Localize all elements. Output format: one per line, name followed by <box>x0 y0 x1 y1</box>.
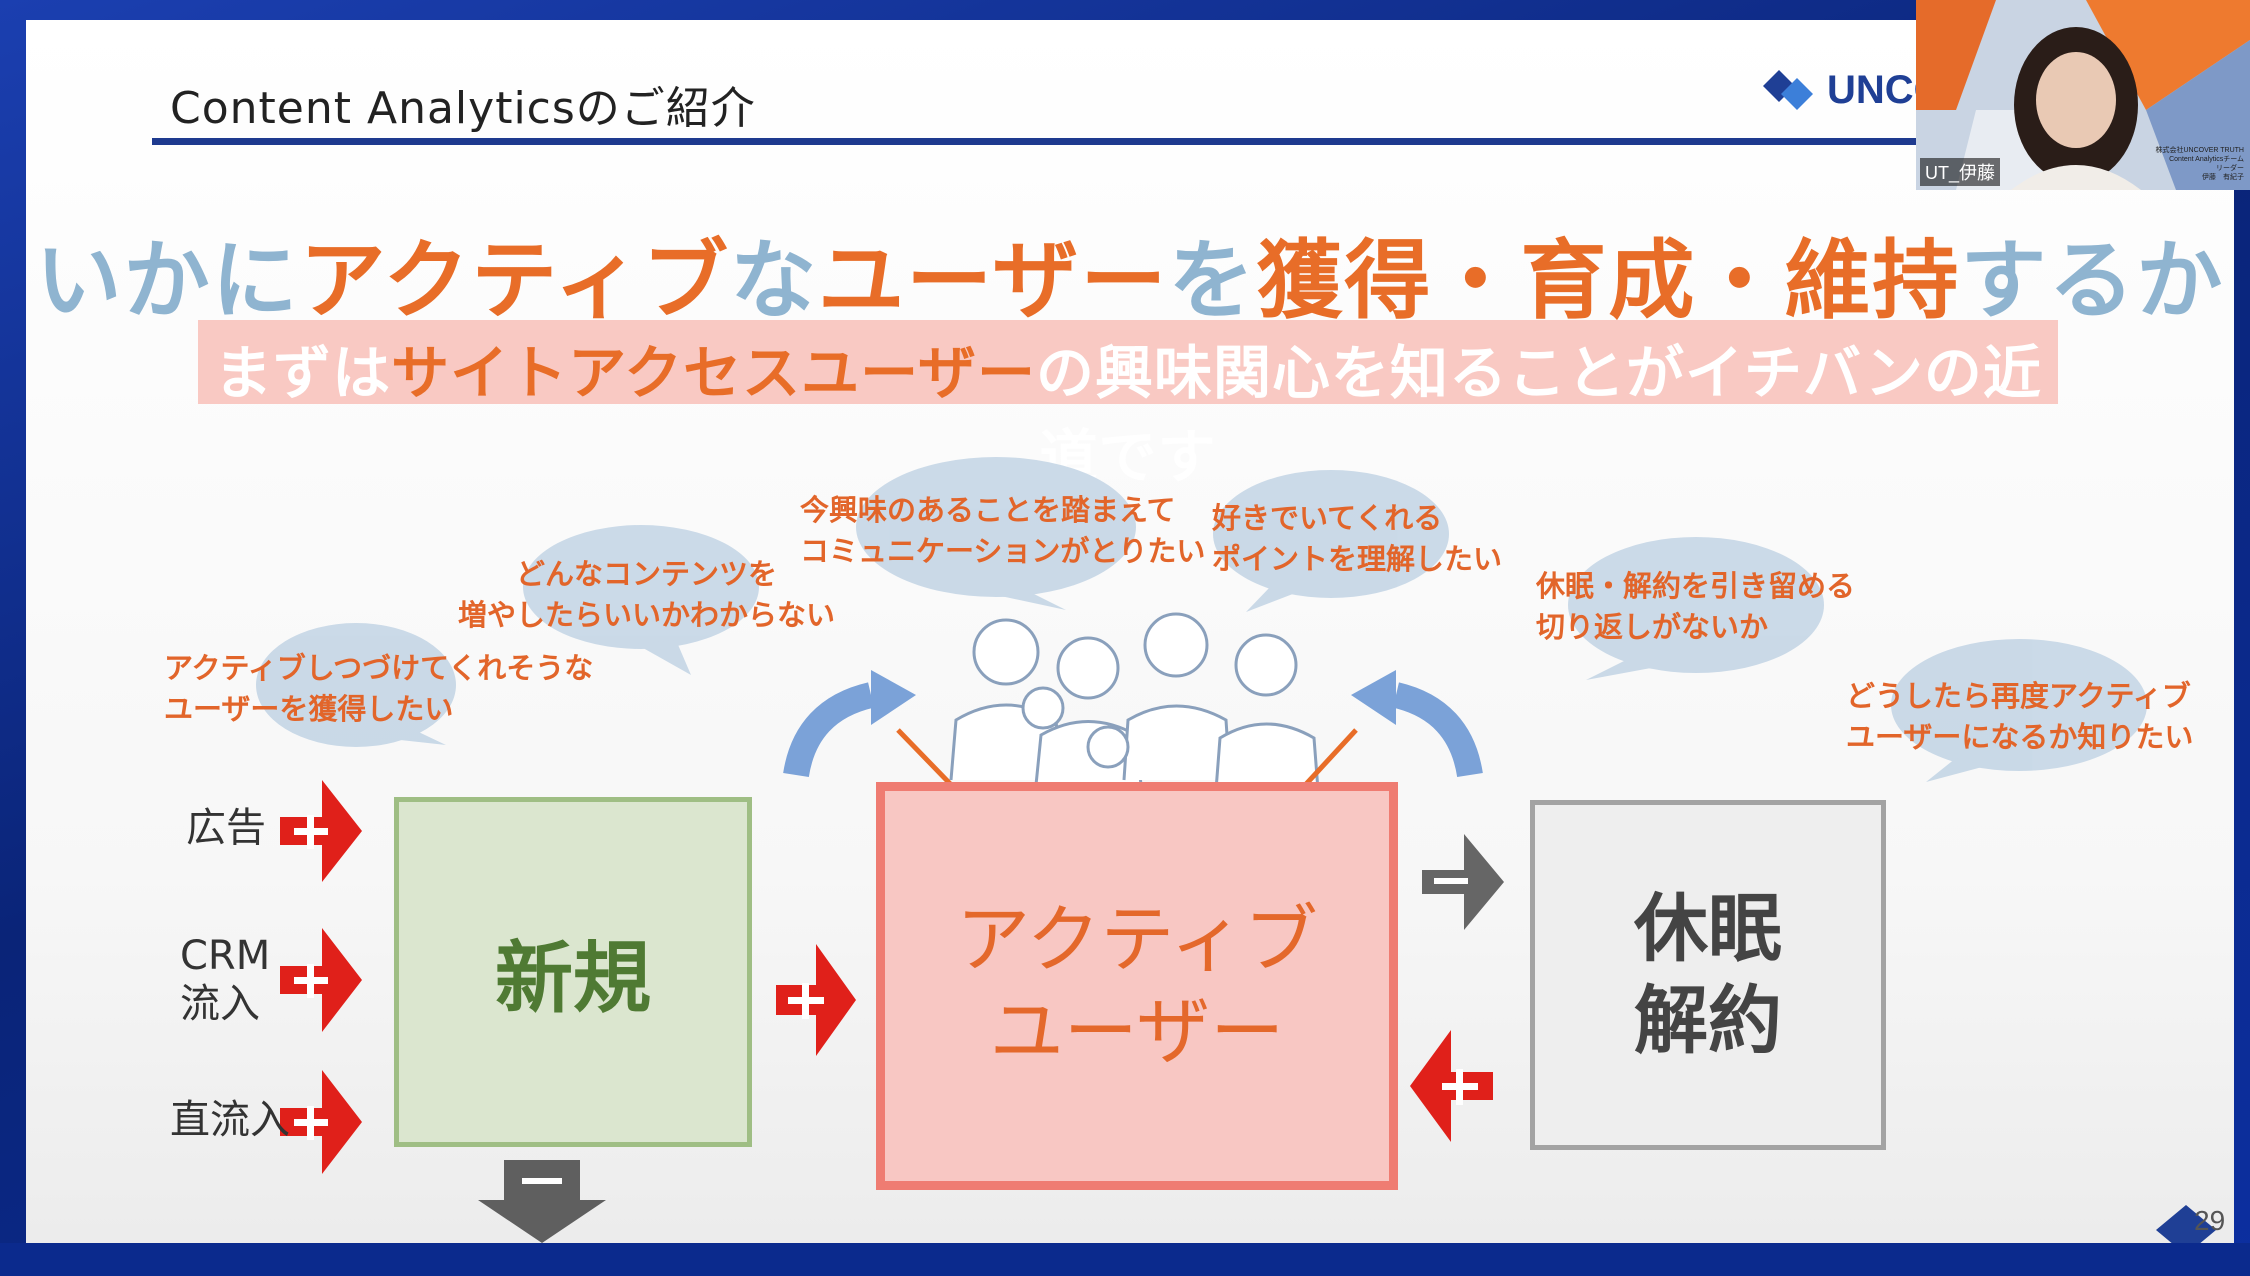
participant-caption: 株式会社UNCOVER TRUTH Content Analyticsチーム リ… <box>2155 146 2244 182</box>
subheadline-part: の興味関心を知ることがイチバンの近道です <box>1036 339 2042 491</box>
headline-highlight: アクティブ <box>299 231 731 331</box>
bubble-text-1: アクティブしつづけてくれそうな ユーザーを獲得したい <box>164 648 593 729</box>
stage-label: 解約 <box>1634 978 1782 1064</box>
headline-part: するか <box>1960 231 2225 331</box>
bubble-line: ユーザーになるか知りたい <box>1846 719 2194 754</box>
stage-box-new: 新規 <box>394 797 752 1147</box>
stage-label: 新規 <box>494 934 651 1024</box>
speech-bubble-shapes <box>256 457 2147 782</box>
headline-part: な <box>730 231 819 331</box>
cycle-arrows <box>783 682 1483 778</box>
speech-bubble-1 <box>256 623 456 747</box>
participant-video-tile[interactable]: UT_伊藤 株式会社UNCOVER TRUTH Content Analytic… <box>1916 0 2250 190</box>
curved-arrow-left-head <box>871 670 916 725</box>
participant-name: UT_伊藤 <box>1920 158 2001 186</box>
headline-part: いかに <box>35 231 300 331</box>
corner-diamond-icon <box>2156 1205 2216 1243</box>
diagram-graphics <box>256 457 2216 1243</box>
bubble-line: 好きでいてくれる <box>1212 501 1443 535</box>
bubble-line: 今興味のあることを踏まえて <box>800 493 1176 527</box>
bubble-line: どうしたら再度アクティブ <box>1846 679 2191 713</box>
plus-arrow-ad <box>280 780 362 882</box>
presentation-slide: Content Analyticsのご紹介 UNCO いかにアクティブなユーザー… <box>26 20 2234 1243</box>
speech-bubble-4 <box>1213 470 1449 598</box>
bottom-frame-bar <box>0 1243 2250 1276</box>
family-illustration <box>949 612 1320 791</box>
headline-highlight: ユーザー <box>818 231 1169 331</box>
caption-line: 株式会社UNCOVER TRUTH <box>2155 147 2244 154</box>
slide-title: Content Analyticsのご紹介 <box>170 83 756 134</box>
bubble-text-6: どうしたら再度アクティブ ユーザーになるか知りたい <box>1846 676 2193 757</box>
curved-arrow-right-head <box>1351 670 1396 725</box>
bubble-line: アクティブしつづけてくれそうな <box>164 651 594 685</box>
subheadline-band <box>198 320 2058 404</box>
stage-box-dormant: 休眠 解約 <box>1530 800 1886 1150</box>
bubble-line: 切り返しがないか <box>1536 609 1769 644</box>
bubble-text-4: 好きでいてくれる ポイントを理解したい <box>1212 498 1502 579</box>
plus-arrow-new-to-active <box>776 944 856 1056</box>
bubble-line: どんなコンテンツを <box>516 557 778 591</box>
stage-label: 休眠 <box>1634 885 1782 972</box>
diamond-logo-icon <box>1763 70 1813 110</box>
source-label-line: CRM <box>180 933 271 979</box>
speech-bubble-2 <box>523 525 759 649</box>
minus-arrow-down <box>478 1160 606 1243</box>
caption-line: Content Analyticsチーム <box>2169 156 2244 164</box>
speech-bubble-6 <box>1891 639 2147 771</box>
headline-part: を <box>1168 231 1257 331</box>
bubble-text-2: どんなコンテンツを 増やしたらいいかわからない <box>458 554 835 635</box>
subheadline-highlight: サイトアクセスユーザー <box>391 339 1037 407</box>
bubble-line: コミュニケーションがとりたい <box>800 533 1206 568</box>
headline-highlight: 獲得・育成・維持 <box>1256 231 1961 331</box>
plus-arrow-direct <box>280 1070 362 1174</box>
plus-arrow-dormant-to-active <box>1410 1030 1493 1142</box>
speech-bubble-3 <box>856 457 1136 597</box>
page-number: 29 <box>2194 1205 2226 1236</box>
curved-arrow-left <box>783 682 875 778</box>
source-label-ad: 広告 <box>186 805 266 851</box>
source-label-crm: CRM 流入 <box>180 932 270 1028</box>
stage-label: ユーザー <box>989 989 1285 1075</box>
bubble-line: 休眠・解約を引き留める <box>1536 569 1856 603</box>
headline: いかにアクティブなユーザーを獲得・育成・維持するか <box>26 210 2234 335</box>
source-label-line: 流入 <box>180 981 260 1027</box>
caption-line: リーダー <box>2216 165 2244 173</box>
caption-line: 伊藤 有紀子 <box>2202 174 2244 182</box>
bubble-line: ユーザーを獲得したい <box>164 691 454 726</box>
video-background <box>1916 0 2250 190</box>
bubble-line: 増やしたらいいかわからない <box>458 597 836 632</box>
bubble-text-3: 今興味のあることを踏まえて コミュニケーションがとりたい <box>800 490 1205 571</box>
title-underline <box>152 138 1952 145</box>
source-label-direct: 直流入 <box>170 1097 290 1143</box>
bubble-line: ポイントを理解したい <box>1212 541 1503 576</box>
curved-arrow-right <box>1392 682 1483 778</box>
speech-bubble-5 <box>1568 537 1824 673</box>
plus-arrow-crm <box>280 928 362 1032</box>
stage-box-active-user: アクティブ ユーザー <box>876 782 1398 1190</box>
subheadline-part: まずは <box>214 339 392 407</box>
stage-label: アクティブ <box>956 896 1318 983</box>
minus-arrow-active-to-dormant <box>1422 834 1504 930</box>
subheadline: まずはサイトアクセスユーザーの興味関心を知ることがイチバンの近道です <box>198 326 2058 494</box>
bubble-text-5: 休眠・解約を引き留める 切り返しがないか <box>1536 566 1855 647</box>
